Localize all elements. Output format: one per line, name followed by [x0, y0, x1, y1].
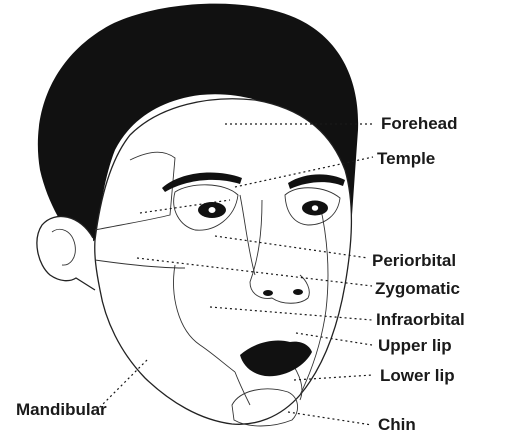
label-mandibular: Mandibular [16, 400, 107, 419]
label-infraorbital: Infraorbital [376, 310, 465, 329]
label-chin: Chin [378, 415, 416, 434]
label-temple: Temple [377, 149, 435, 168]
label-forehead: Forehead [381, 114, 458, 133]
face-outline [95, 99, 352, 425]
label-lower-lip: Lower lip [380, 366, 455, 385]
label-upper-lip: Upper lip [378, 336, 452, 355]
label-periorbital: Periorbital [372, 251, 456, 270]
label-zygomatic: Zygomatic [375, 279, 460, 298]
